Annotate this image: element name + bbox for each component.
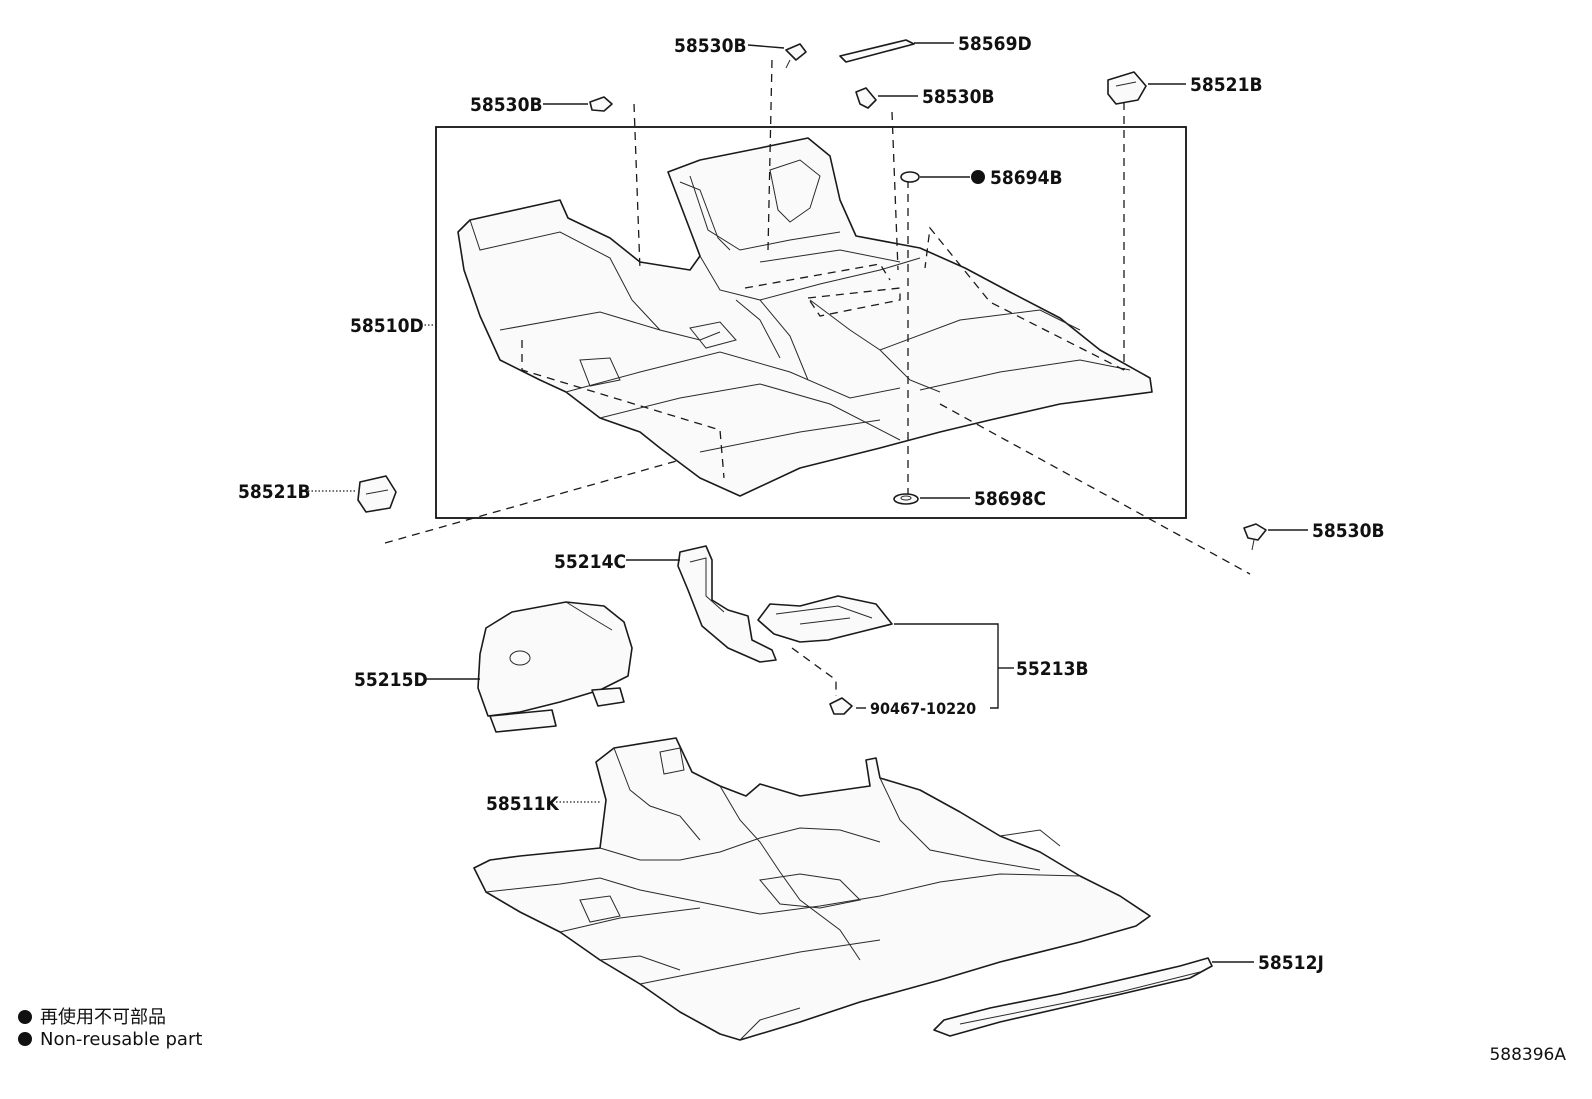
label-58530B-right: 58530B [1312, 520, 1385, 542]
grommet-icon [893, 493, 919, 505]
clip-icon [785, 43, 807, 69]
legend-en-text: Non-reusable part [40, 1029, 203, 1050]
fastener-icon [900, 171, 920, 183]
duct-cover-part [477, 601, 633, 733]
filled-circle-icon [18, 1010, 32, 1024]
label-58698C: 58698C [974, 488, 1046, 510]
label-58530B-left: 58530B [470, 94, 543, 116]
label-58521B-right: 58521B [1190, 74, 1263, 96]
heat-insulator-part [757, 595, 893, 643]
label-58511K: 58511K [486, 793, 559, 815]
clip-icon [829, 697, 853, 715]
floor-carpet-upper [457, 137, 1153, 497]
label-58694B: 58694B [990, 167, 1063, 189]
floor-carpet-lower [473, 737, 1151, 1041]
clip-icon [1243, 523, 1267, 551]
retainer-strip-icon [839, 39, 915, 63]
label-58530B-mid: 58530B [922, 86, 995, 108]
clip-icon [589, 96, 613, 112]
legend-jp-text: 再使用不可部品 [40, 1007, 166, 1028]
label-55213B: 55213B [1016, 658, 1089, 680]
filled-circle-icon [18, 1032, 32, 1046]
foot-rest-part [677, 545, 777, 663]
label-58510D: 58510D [350, 315, 424, 337]
bracket-icon [357, 475, 397, 513]
screw-icon [855, 87, 877, 109]
label-55215D: 55215D [354, 669, 428, 691]
assembly-frame [435, 126, 1187, 519]
scuff-plate-strip [933, 957, 1213, 1037]
label-55214C: 55214C [554, 551, 626, 573]
bracket-icon [1107, 71, 1147, 105]
legend-non-reusable-jp: 再使用不可部品 [18, 1003, 166, 1029]
label-90467-10220: 90467-10220 [870, 699, 976, 718]
label-58569D: 58569D [958, 33, 1032, 55]
legend-non-reusable-en: Non-reusable part [18, 1029, 202, 1050]
label-58512J: 58512J [1258, 952, 1324, 974]
label-58521B-left: 58521B [238, 481, 311, 503]
label-58530B-top: 58530B [674, 35, 747, 57]
reference-code: 588396A [1489, 1045, 1566, 1065]
non-reusable-dot-icon [971, 170, 985, 184]
